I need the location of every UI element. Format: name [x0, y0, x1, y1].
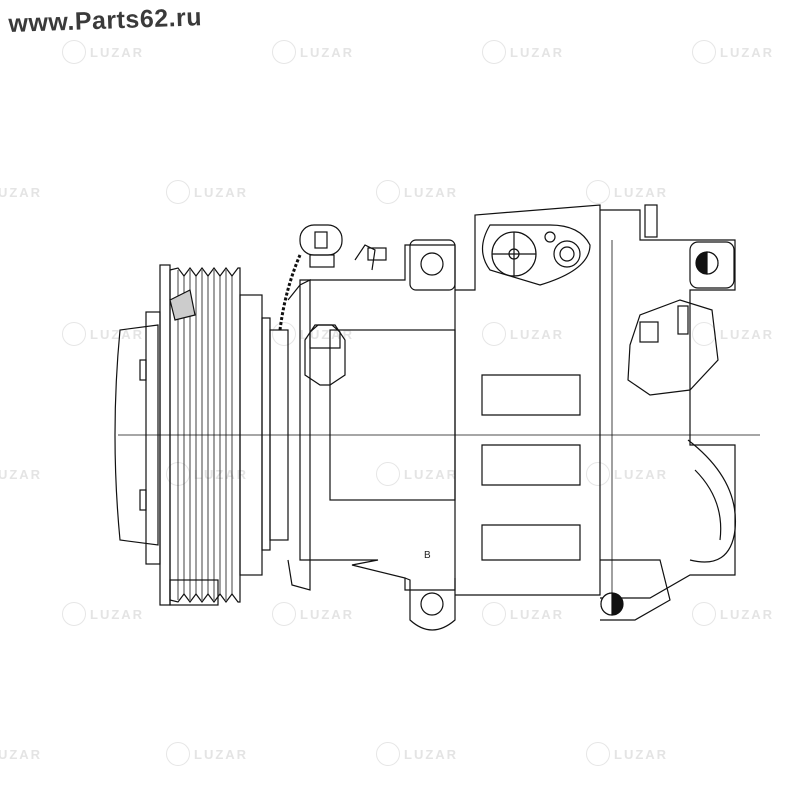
- luzar-watermark: LUZAR: [376, 462, 458, 486]
- luzar-logo-icon: [586, 742, 610, 766]
- watermark-text: LUZAR: [510, 44, 565, 60]
- luzar-watermark: LUZAR: [482, 322, 564, 346]
- luzar-watermark: LUZAR: [166, 742, 248, 766]
- luzar-watermark: LUZAR: [586, 180, 668, 204]
- watermark-text: LUZAR: [404, 466, 459, 482]
- watermark-text: LUZAR: [510, 606, 565, 622]
- luzar-logo-icon: [586, 180, 610, 204]
- watermark-text: LUZAR: [90, 44, 145, 60]
- watermark-text: LUZAR: [90, 326, 145, 342]
- luzar-watermark: LUZAR: [376, 180, 458, 204]
- luzar-watermark: LUZAR: [0, 462, 42, 486]
- luzar-logo-icon: [376, 180, 400, 204]
- luzar-logo-icon: [166, 742, 190, 766]
- luzar-watermark: LUZAR: [692, 322, 774, 346]
- luzar-watermark: LUZAR: [62, 40, 144, 64]
- luzar-logo-icon: [272, 40, 296, 64]
- watermark-text: LUZAR: [614, 746, 669, 762]
- luzar-logo-icon: [482, 602, 506, 626]
- watermark-text: LUZAR: [720, 44, 775, 60]
- luzar-watermark: LUZAR: [586, 462, 668, 486]
- luzar-logo-icon: [482, 322, 506, 346]
- middle-housing: [455, 204, 601, 596]
- watermark-text: LUZAR: [720, 326, 775, 342]
- luzar-watermark: LUZAR: [482, 602, 564, 626]
- luzar-logo-icon: [272, 602, 296, 626]
- watermark-text: LUZAR: [194, 184, 249, 200]
- luzar-logo-icon: [692, 602, 716, 626]
- watermark-text: LUZAR: [194, 746, 249, 762]
- luzar-logo-icon: [692, 322, 716, 346]
- watermark-text: LUZAR: [404, 746, 459, 762]
- watermark-text: LUZAR: [614, 466, 669, 482]
- luzar-watermark: LUZAR: [376, 742, 458, 766]
- electrical-connector: [299, 224, 387, 271]
- marking-label: B: [424, 550, 431, 561]
- luzar-logo-icon: [272, 322, 296, 346]
- watermark-text: LUZAR: [510, 326, 565, 342]
- pulley: [159, 264, 271, 606]
- watermark-text: LUZAR: [404, 184, 459, 200]
- luzar-watermark: LUZAR: [0, 742, 42, 766]
- watermark-text: LUZAR: [0, 184, 43, 200]
- luzar-watermark: LUZAR: [482, 40, 564, 64]
- luzar-watermark: LUZAR: [62, 322, 144, 346]
- front-housing: [299, 239, 456, 631]
- luzar-watermark: LUZAR: [272, 40, 354, 64]
- front-ring: [269, 254, 311, 591]
- watermark-text: LUZAR: [0, 466, 43, 482]
- luzar-watermark: LUZAR: [692, 602, 774, 626]
- luzar-watermark: LUZAR: [272, 602, 354, 626]
- watermark-text: LUZAR: [614, 184, 669, 200]
- luzar-logo-icon: [166, 180, 190, 204]
- luzar-logo-icon: [692, 40, 716, 64]
- watermark-text: LUZAR: [720, 606, 775, 622]
- luzar-watermark: LUZAR: [166, 180, 248, 204]
- luzar-logo-icon: [62, 322, 86, 346]
- watermark-text: LUZAR: [300, 44, 355, 60]
- luzar-logo-icon: [376, 742, 400, 766]
- watermark-text: LUZAR: [90, 606, 145, 622]
- luzar-logo-icon: [586, 462, 610, 486]
- rear-head: [600, 204, 737, 621]
- luzar-watermark: LUZAR: [692, 40, 774, 64]
- luzar-logo-icon: [62, 40, 86, 64]
- luzar-logo-icon: [482, 40, 506, 64]
- luzar-watermark: LUZAR: [62, 602, 144, 626]
- clutch-plate: [114, 311, 161, 565]
- luzar-watermark: LUZAR: [0, 180, 42, 204]
- watermark-text: LUZAR: [300, 606, 355, 622]
- luzar-logo-icon: [62, 602, 86, 626]
- watermark-text: LUZAR: [0, 746, 43, 762]
- luzar-logo-icon: [376, 462, 400, 486]
- luzar-watermark: LUZAR: [586, 742, 668, 766]
